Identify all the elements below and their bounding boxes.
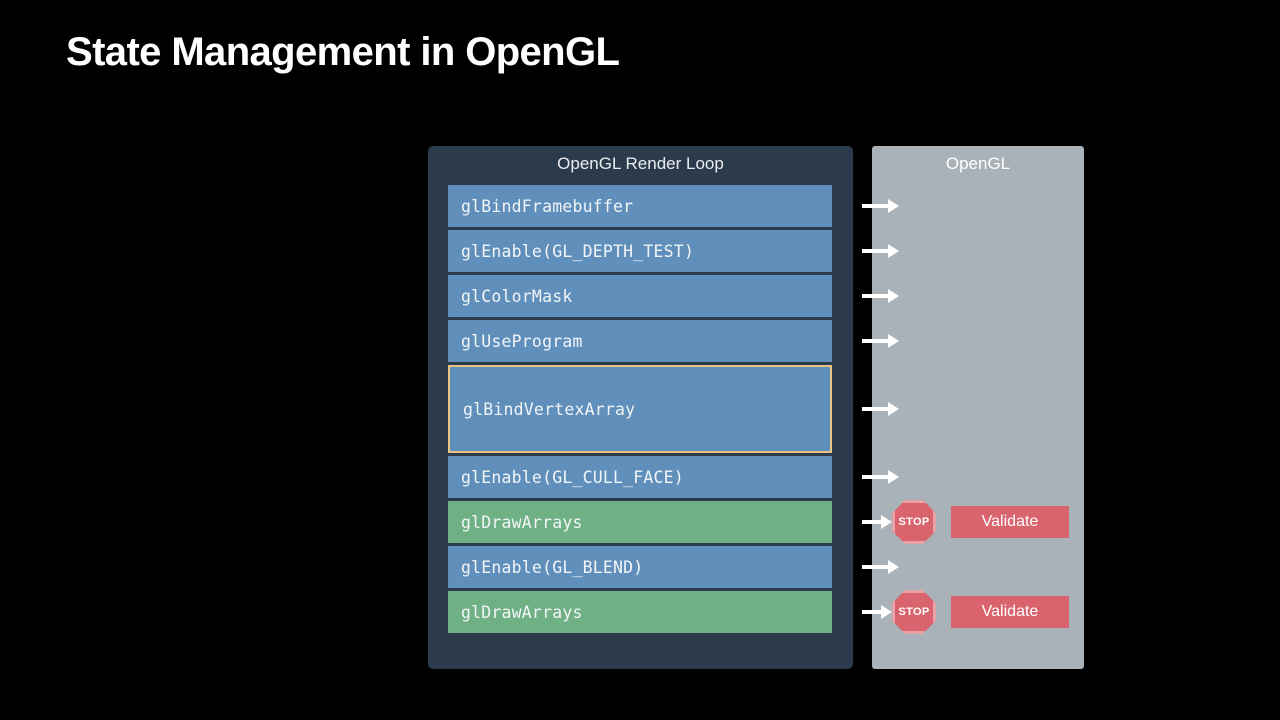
state-call-arrow: [862, 402, 899, 416]
draw-call-arrow: [862, 515, 892, 529]
state-call-row[interactable]: glEnable(GL_BLEND): [448, 546, 832, 588]
state-call-row[interactable]: glBindVertexArray: [448, 365, 832, 453]
call-label: glBindVertexArray: [463, 399, 636, 419]
state-call-row[interactable]: glColorMask: [448, 275, 832, 317]
validate-badge: Validate: [951, 506, 1069, 538]
call-label: glDrawArrays: [461, 602, 583, 622]
page-title: State Management in OpenGL: [66, 30, 620, 74]
call-label: glEnable(GL_DEPTH_TEST): [461, 241, 695, 261]
render-loop-panel: OpenGL Render Loop glBindFramebuffer glEn…: [428, 146, 853, 669]
state-call-arrow: [862, 560, 899, 574]
render-loop-panel-title: OpenGL Render Loop: [557, 154, 724, 173]
state-call-arrow: [862, 289, 899, 303]
opengl-driver-panel: OpenGL: [872, 146, 1084, 669]
call-label: glUseProgram: [461, 331, 583, 351]
state-call-row[interactable]: glUseProgram: [448, 320, 832, 362]
validate-badge: Validate: [951, 596, 1069, 628]
draw-call-arrow: [862, 605, 892, 619]
state-call-arrow: [862, 470, 899, 484]
call-label: glEnable(GL_BLEND): [461, 557, 644, 577]
state-call-row[interactable]: glBindFramebuffer: [448, 185, 832, 227]
stop-sign-label: STOP: [898, 516, 930, 528]
call-label: glColorMask: [461, 286, 573, 306]
state-call-arrow: [862, 334, 899, 348]
call-label: glDrawArrays: [461, 512, 583, 532]
state-call-arrow: [862, 199, 899, 213]
call-label: glEnable(GL_CULL_FACE): [461, 467, 684, 487]
stop-sign-icon: STOP: [892, 590, 936, 634]
draw-call-row[interactable]: glDrawArrays: [448, 501, 832, 543]
opengl-driver-panel-title: OpenGL: [945, 154, 1011, 173]
validate-badge-label: Validate: [981, 603, 1039, 620]
state-call-row[interactable]: glEnable(GL_DEPTH_TEST): [448, 230, 832, 272]
state-management-diagram: OpenGL Render Loop glBindFramebuffer glEn…: [428, 146, 1084, 669]
state-call-row[interactable]: glEnable(GL_CULL_FACE): [448, 456, 832, 498]
call-label: glBindFramebuffer: [461, 196, 634, 216]
stop-sign-label: STOP: [898, 606, 930, 618]
state-call-arrow: [862, 244, 899, 258]
draw-call-row[interactable]: glDrawArrays: [448, 591, 832, 633]
render-loop-call-list: glBindFramebuffer glEnable(GL_DEPTH_TEST)…: [448, 185, 832, 636]
stop-sign-icon: STOP: [892, 500, 936, 544]
validate-badge-label: Validate: [981, 513, 1039, 530]
